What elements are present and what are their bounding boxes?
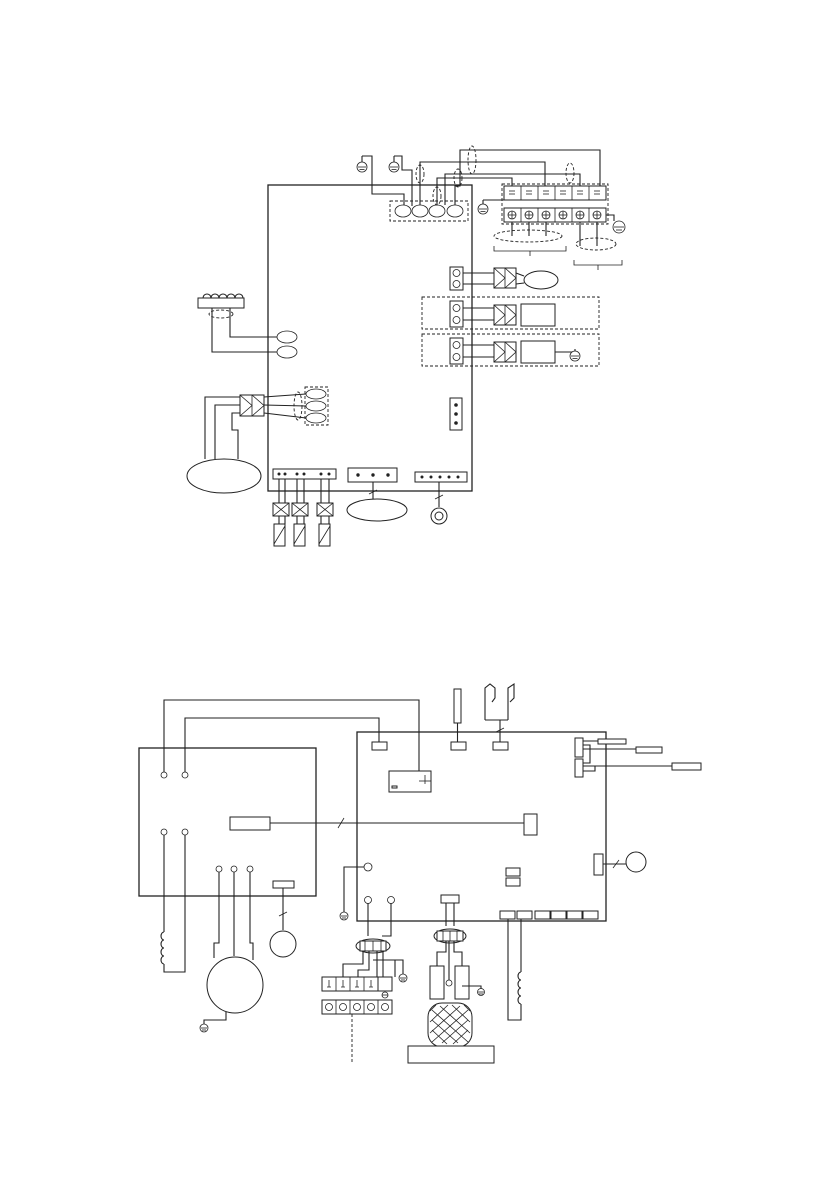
- ground-icon: [478, 989, 485, 996]
- fan-motor-icon: [270, 888, 296, 957]
- ground-icon: [399, 974, 407, 982]
- left-module-box: [139, 748, 316, 896]
- bottom-left-connector: [273, 469, 336, 479]
- ground-icon: [606, 215, 625, 233]
- display-sensor-icon: [603, 852, 646, 872]
- upper-wiring-diagram: [187, 146, 625, 546]
- lower-wiring-diagram: [139, 684, 701, 1063]
- coil-icon: [198, 294, 278, 352]
- lower-main-board: [357, 732, 606, 921]
- ferrite-core-icon: [434, 929, 466, 943]
- ferrite-core-icon: [356, 939, 390, 953]
- pcb-bottom-connectors: [500, 911, 598, 919]
- ground-icon: [478, 200, 504, 214]
- motor-icon: [187, 459, 261, 493]
- ground-icon: [340, 912, 348, 920]
- right-small-connector: [450, 398, 462, 430]
- ground-icon: [200, 1024, 208, 1032]
- power-plug-icon: [408, 1003, 494, 1063]
- right-coil-icon: [508, 919, 521, 1020]
- terminal-strip-bottom: [504, 208, 606, 222]
- upper-main-board: [268, 185, 472, 491]
- bottom-right-connector: [415, 472, 467, 524]
- ground-icon: [389, 156, 399, 172]
- lower-terminal-block: [322, 977, 392, 1014]
- terminal-strip-top: [504, 186, 606, 200]
- ground-icon: [357, 156, 367, 172]
